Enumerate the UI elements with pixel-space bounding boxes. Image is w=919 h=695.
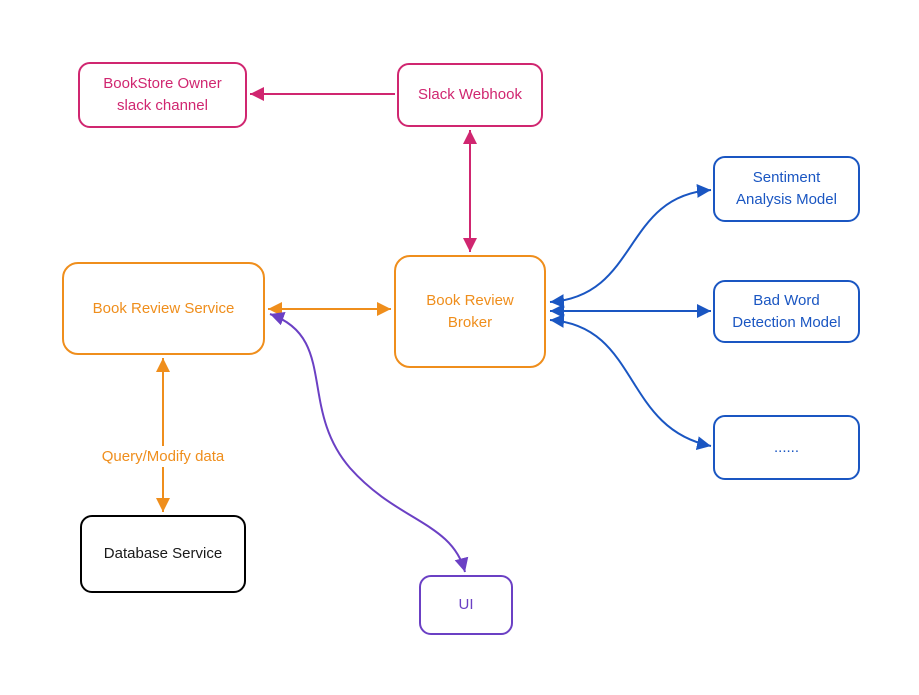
node-bookstore-owner-slack-channel: BookStore Owner slack channel	[78, 62, 247, 128]
node-book-review-service: Book Review Service	[62, 262, 265, 355]
arrow-broker-sentiment	[549, 183, 712, 309]
node-label: Bad Word Detection Model	[732, 291, 841, 331]
node-sentiment-analysis-model: Sentiment Analysis Model	[713, 156, 860, 222]
node-more-models: ......	[713, 415, 860, 480]
node-ui: UI	[419, 575, 513, 635]
node-label: ......	[773, 438, 799, 456]
node-label: Slack Webhook	[418, 86, 522, 104]
node-label: Book Review Service	[92, 299, 235, 317]
node-label: Database Service	[103, 545, 223, 563]
node-book-review-broker: Book Review Broker	[394, 255, 546, 368]
node-label: Sentiment Analysis Model	[736, 169, 837, 208]
node-slack-webhook: Slack Webhook	[397, 63, 543, 127]
node-label: UI	[458, 596, 474, 614]
edge-label-query-modify-data: Query/Modify data	[86, 446, 240, 467]
node-label: BookStore Owner slack channel	[103, 75, 222, 114]
node-bad-word-detection-model: Bad Word Detection Model	[713, 280, 860, 343]
arrow-broker-more	[549, 313, 712, 451]
node-label: Book Review Broker	[426, 291, 514, 331]
node-database-service: Database Service	[80, 515, 246, 593]
